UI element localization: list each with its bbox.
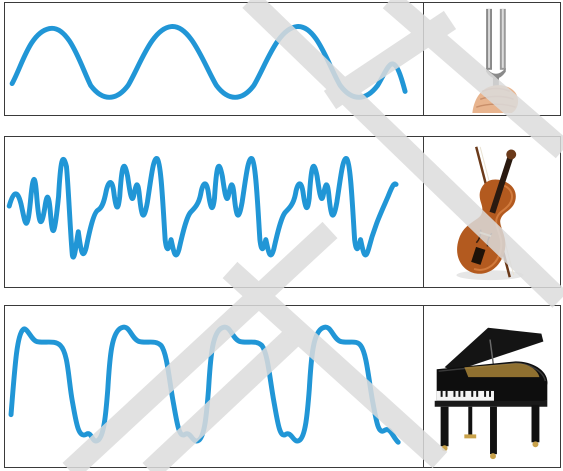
grand-piano-picture-cell <box>424 306 560 467</box>
complex-waveform <box>6 156 399 260</box>
row-violin <box>4 136 561 288</box>
tuning-fork-picture-cell <box>424 3 560 115</box>
waveform-square-panel <box>5 306 424 467</box>
square-wave-line <box>8 324 401 445</box>
square-waveform <box>8 324 401 445</box>
violin-image <box>456 146 524 281</box>
tuning-fork-image <box>472 8 519 114</box>
row-tuning-fork <box>4 2 561 116</box>
violin-picture-cell <box>424 137 560 287</box>
grand-piano-image <box>434 327 548 460</box>
waveform-sine-panel <box>5 3 424 115</box>
waveform-complex-panel <box>5 137 424 287</box>
sine-wave-line <box>9 24 408 100</box>
sine-waveform <box>9 24 408 100</box>
complex-wave-line <box>6 156 399 260</box>
row-grand-piano <box>4 305 561 468</box>
